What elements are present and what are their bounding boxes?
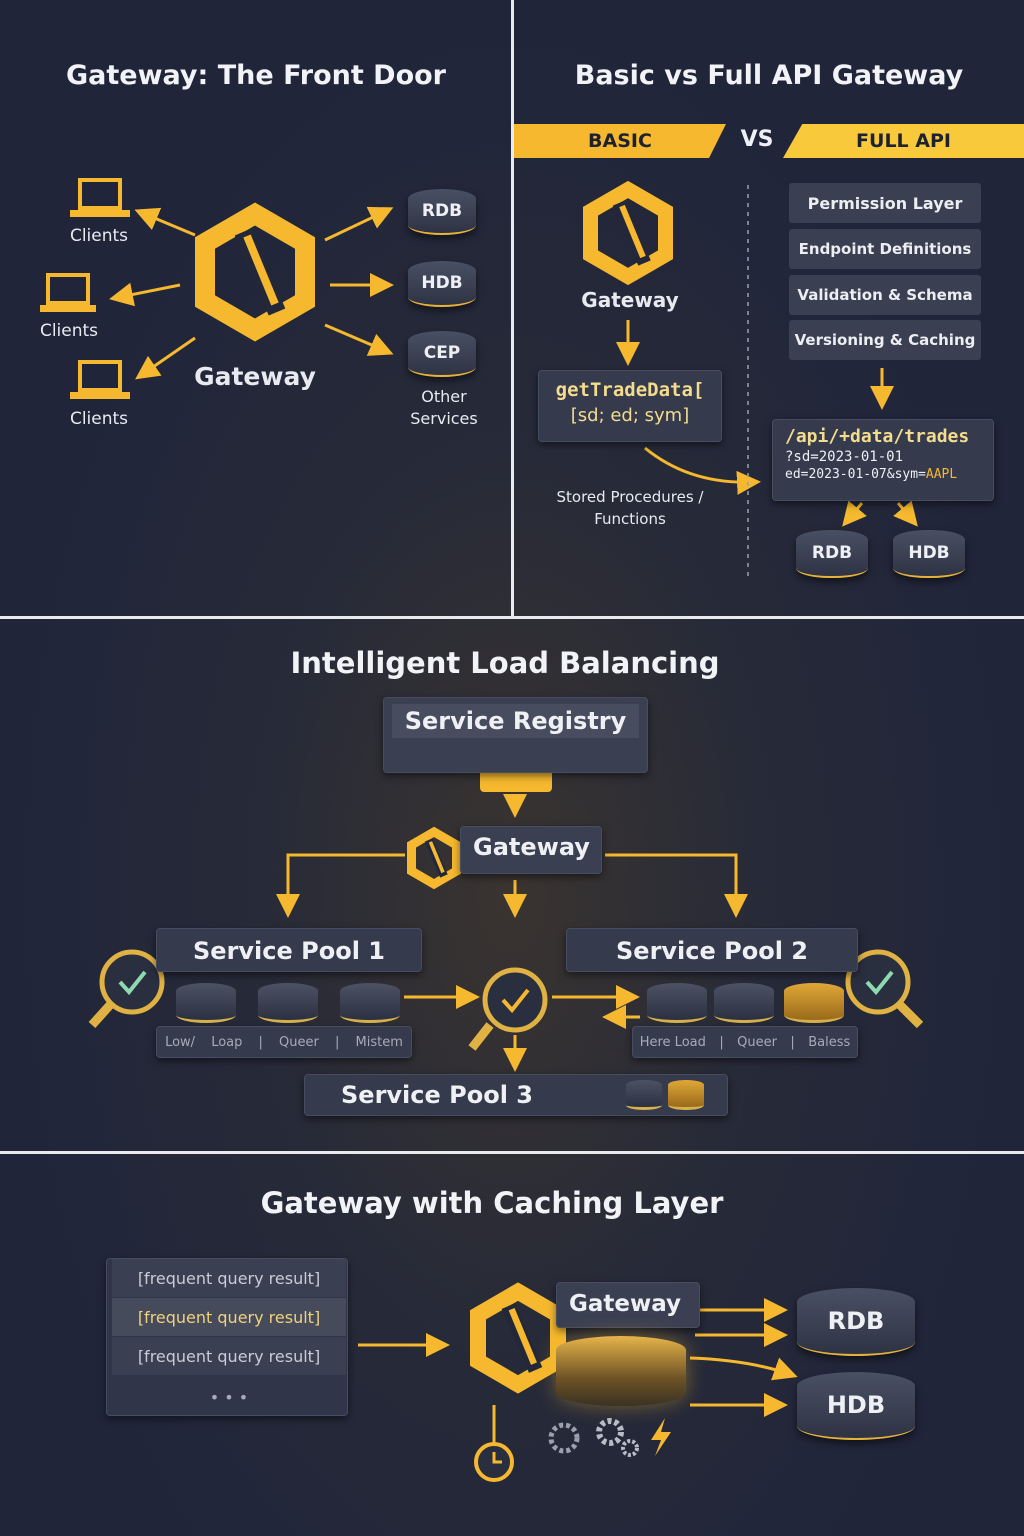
database-icon	[647, 983, 707, 1023]
gateway-box: Gateway	[460, 826, 602, 874]
stat: Mistem	[355, 1034, 403, 1050]
feature-versioning: Versioning & Caching	[789, 320, 981, 360]
service-registry-label: Service Registry	[392, 704, 639, 738]
stat: Queer	[279, 1034, 319, 1050]
cache-row: [frequent query result]	[112, 1259, 346, 1297]
database-icon	[668, 1080, 704, 1110]
divider-1	[0, 616, 1024, 619]
hdb-db: HDB	[408, 261, 476, 307]
database-icon	[784, 983, 844, 1023]
panel3-title: Intelligent Load Balancing	[290, 646, 720, 680]
database-icon	[176, 983, 236, 1023]
url-symbol: AAPL	[925, 467, 958, 482]
gateway-label: Gateway	[581, 288, 679, 312]
panel2-title: Basic vs Full API Gateway	[574, 60, 964, 91]
cache-row: [frequent query result]	[112, 1337, 346, 1375]
pool2-stats: Here Load|Queer|Baless	[632, 1026, 858, 1058]
gateway-label: Gateway	[194, 362, 316, 391]
divider-2	[0, 1151, 1024, 1154]
other-services-label: Other Services	[410, 387, 478, 428]
clients-label: Clients	[69, 226, 129, 246]
full-api-banner: FULL API	[783, 124, 1024, 158]
database-icon	[340, 983, 400, 1023]
hdb-db: HDB	[893, 530, 965, 578]
rdb-db: RDB	[797, 1288, 915, 1356]
panel4-title: Gateway with Caching Layer	[260, 1186, 724, 1220]
clients-label: Clients	[39, 321, 99, 341]
service-pool-3: Service Pool 3	[304, 1074, 728, 1116]
clients-label: Clients	[69, 409, 129, 429]
code-line: getTradeData[	[555, 379, 705, 401]
cache-row: [frequent query result]	[112, 1298, 346, 1336]
database-icon	[258, 983, 318, 1023]
stored-procedures-label: Stored Procedures / Functions	[556, 488, 704, 528]
url-query: ?sd=2023-01-01	[785, 449, 904, 465]
panel1-title: Gateway: The Front Door	[65, 60, 447, 91]
rdb-db: RDB	[408, 189, 476, 235]
hdb-db: HDB	[797, 1372, 915, 1440]
api-url-box: /api/+data/trades ?sd=2023-01-01 ed=2023…	[772, 419, 994, 501]
service-pool-2: Service Pool 2	[566, 928, 858, 972]
url-query: ed=2023-01-07&sym=	[785, 467, 926, 482]
database-icon	[714, 983, 774, 1023]
stat: Loap	[211, 1034, 243, 1050]
feature-endpoints: Endpoint Definitions	[789, 229, 981, 269]
cep-db: CEP	[408, 331, 476, 377]
cache-more: • • •	[209, 1387, 249, 1407]
code-line: [sd; ed; sym]	[570, 405, 690, 426]
rdb-db: RDB	[796, 530, 868, 578]
database-icon	[626, 1080, 662, 1110]
service-pool-1: Service Pool 1	[156, 928, 422, 972]
cache-layer-cylinder	[556, 1336, 686, 1406]
url-path: /api/+data/trades	[785, 426, 970, 447]
vs-label: VS	[740, 127, 774, 152]
code-box: getTradeData[ [sd; ed; sym]	[538, 370, 722, 442]
stat: Here Load	[639, 1034, 706, 1050]
service-registry: Service Registry	[383, 697, 648, 773]
gateway-box: Gateway	[556, 1282, 700, 1328]
basic-banner: BASIC	[514, 124, 726, 158]
stat: Baless	[808, 1034, 851, 1050]
stat: Low/	[165, 1034, 196, 1050]
feature-permission: Permission Layer	[789, 183, 981, 223]
divider-vertical	[511, 0, 514, 617]
pool1-stats: Low/Loap|Queer|Mistem	[156, 1026, 412, 1058]
feature-validation: Validation & Schema	[789, 275, 981, 315]
stat: Queer	[737, 1034, 777, 1050]
